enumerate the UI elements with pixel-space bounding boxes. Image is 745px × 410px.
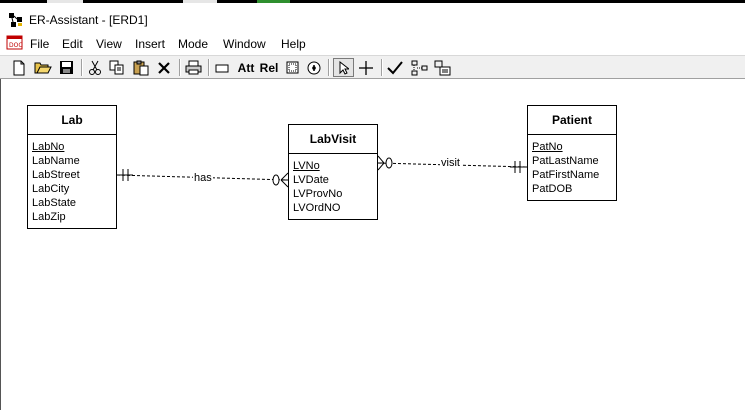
check-icon	[387, 60, 403, 74]
primary-key-attribute[interactable]: LabNo	[32, 141, 65, 153]
copy-icon	[109, 60, 124, 75]
print-button[interactable]	[183, 58, 203, 77]
info-button[interactable]	[305, 58, 323, 77]
menu-help[interactable]: Help	[281, 37, 306, 51]
relationship-visit-label[interactable]: visit	[440, 157, 461, 169]
paste-icon	[133, 60, 148, 75]
paste-button[interactable]	[131, 58, 151, 77]
copy-button[interactable]	[108, 58, 126, 77]
info-icon	[307, 61, 321, 74]
open-button[interactable]	[33, 58, 53, 77]
attribute[interactable]: PatDOB	[532, 183, 573, 195]
layout-button[interactable]	[409, 58, 429, 77]
save-icon	[59, 61, 73, 74]
attribute-tool[interactable]: Att	[237, 60, 255, 75]
window-title: ER-Assistant - [ERD1]	[29, 13, 148, 27]
attribute[interactable]: PatFirstName	[532, 169, 600, 181]
attribute[interactable]: LabState	[32, 197, 77, 209]
attribute[interactable]: LabName	[32, 155, 80, 167]
title-bar: ER-Assistant - [ERD1]	[0, 3, 745, 33]
toolbar: Att Rel	[0, 55, 745, 79]
crosshair-tool[interactable]	[356, 58, 376, 77]
menu-edit[interactable]: Edit	[62, 37, 83, 51]
entity-labvisit[interactable]: LabVisit LVNo LVDate LVProvNo LVOrdNO	[288, 124, 378, 220]
canvas-left-border	[0, 79, 1, 410]
relationship-visit-line[interactable]	[377, 155, 528, 173]
attribute[interactable]: LVOrdNO	[293, 202, 341, 214]
menu-insert[interactable]: Insert	[135, 37, 166, 51]
toolbar-separator	[328, 59, 330, 76]
attribute[interactable]: LVDate	[293, 174, 329, 186]
delete-button[interactable]	[155, 58, 173, 77]
entity-lab[interactable]: Lab LabNo LabName LabStreet LabCity LabS…	[27, 105, 117, 229]
attribute-list: LVNo LVDate LVProvNo LVOrdNO	[289, 154, 377, 215]
attribute[interactable]: LVProvNo	[293, 188, 343, 200]
open-icon	[34, 62, 52, 74]
menu-mode[interactable]: Mode	[178, 37, 209, 51]
toolbar-separator	[381, 59, 383, 76]
entity-tool-button[interactable]	[213, 58, 231, 77]
toolbar-separator	[81, 59, 83, 76]
relationship-has-label[interactable]: has	[193, 172, 213, 184]
save-button[interactable]	[57, 58, 75, 77]
note-button[interactable]	[283, 58, 301, 77]
primary-key-attribute[interactable]: PatNo	[532, 141, 563, 153]
entity-patient[interactable]: Patient PatNo PatLastName PatFirstName P…	[527, 105, 617, 201]
top-strip	[0, 0, 745, 3]
annotation-icon	[434, 60, 450, 75]
menu-window[interactable]: Window	[223, 37, 266, 51]
menu-bar: DOC File Edit View Insert Mode Window He…	[0, 33, 745, 55]
pointer-tool[interactable]	[333, 58, 354, 77]
attribute-list: LabNo LabName LabStreet LabCity LabState…	[28, 135, 116, 224]
entity-rect-icon	[215, 64, 229, 72]
layout-icon	[411, 60, 427, 75]
svg-text:DOC: DOC	[9, 42, 23, 49]
toolbar-separator	[179, 59, 181, 76]
delete-icon	[158, 61, 170, 74]
attribute[interactable]: LabStreet	[32, 169, 80, 181]
entity-name: Patient	[528, 106, 616, 135]
check-button[interactable]	[385, 58, 405, 77]
note-icon	[286, 61, 298, 74]
toolbar-separator	[208, 59, 210, 76]
cut-icon	[89, 60, 101, 75]
attribute[interactable]: PatLastName	[532, 155, 599, 167]
er-assistant-app-icon	[9, 13, 22, 27]
attribute[interactable]: LabZip	[32, 211, 66, 223]
new-button[interactable]	[10, 58, 28, 77]
entity-name: Lab	[28, 106, 116, 135]
annotation-button[interactable]	[432, 58, 452, 77]
print-icon	[185, 60, 201, 75]
menu-file[interactable]: File	[30, 37, 50, 51]
primary-key-attribute[interactable]: LVNo	[293, 160, 320, 172]
entity-name: LabVisit	[289, 125, 377, 154]
menu-view[interactable]: View	[96, 37, 122, 51]
relationship-tool[interactable]: Rel	[259, 60, 279, 75]
cut-button[interactable]	[86, 58, 104, 77]
attribute[interactable]: LabCity	[32, 183, 70, 195]
document-menu-icon[interactable]: DOC	[6, 35, 24, 51]
pointer-icon	[339, 60, 349, 75]
attribute-list: PatNo PatLastName PatFirstName PatDOB	[528, 135, 616, 196]
new-icon	[13, 60, 25, 75]
crosshair-icon	[359, 60, 373, 75]
